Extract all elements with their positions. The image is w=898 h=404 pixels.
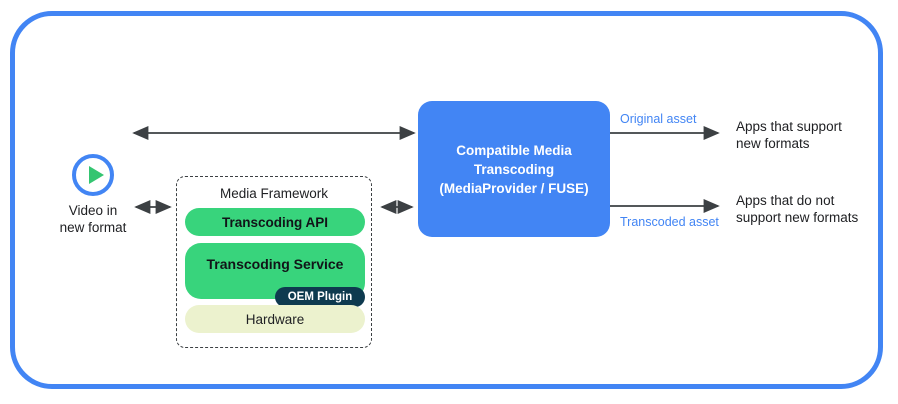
video-source-label: Video in new format	[59, 203, 127, 235]
box-hardware[interactable]: Hardware	[185, 305, 365, 333]
connector-video-to-framework	[134, 199, 172, 215]
label-apps-that-do-not-support-new-formats: Apps that do not support new formats	[736, 193, 859, 225]
label-original-asset: Original asset	[620, 112, 697, 126]
compatible-media-transcoding-box[interactable]: Compatible Media Transcoding (MediaProvi…	[418, 101, 610, 237]
connector-core-to-apps-no-support	[610, 198, 720, 214]
label-apps-that-support-new-formats: Apps that support new formats	[736, 119, 842, 151]
play-circle-icon	[72, 154, 114, 196]
connector-core-to-apps-support	[610, 125, 720, 141]
box-transcoding-api[interactable]: Transcoding API	[185, 208, 365, 236]
media-framework-title: Media Framework	[219, 186, 329, 201]
badge-oem-plugin[interactable]: OEM Plugin	[275, 287, 365, 307]
media-framework-group: Media Framework Transcoding API Transcod…	[176, 176, 372, 348]
label-transcoded-asset: Transcoded asset	[620, 215, 719, 229]
connector-source-to-core-top	[132, 125, 416, 141]
play-triangle-icon	[89, 166, 104, 184]
connector-framework-to-core	[380, 199, 414, 215]
